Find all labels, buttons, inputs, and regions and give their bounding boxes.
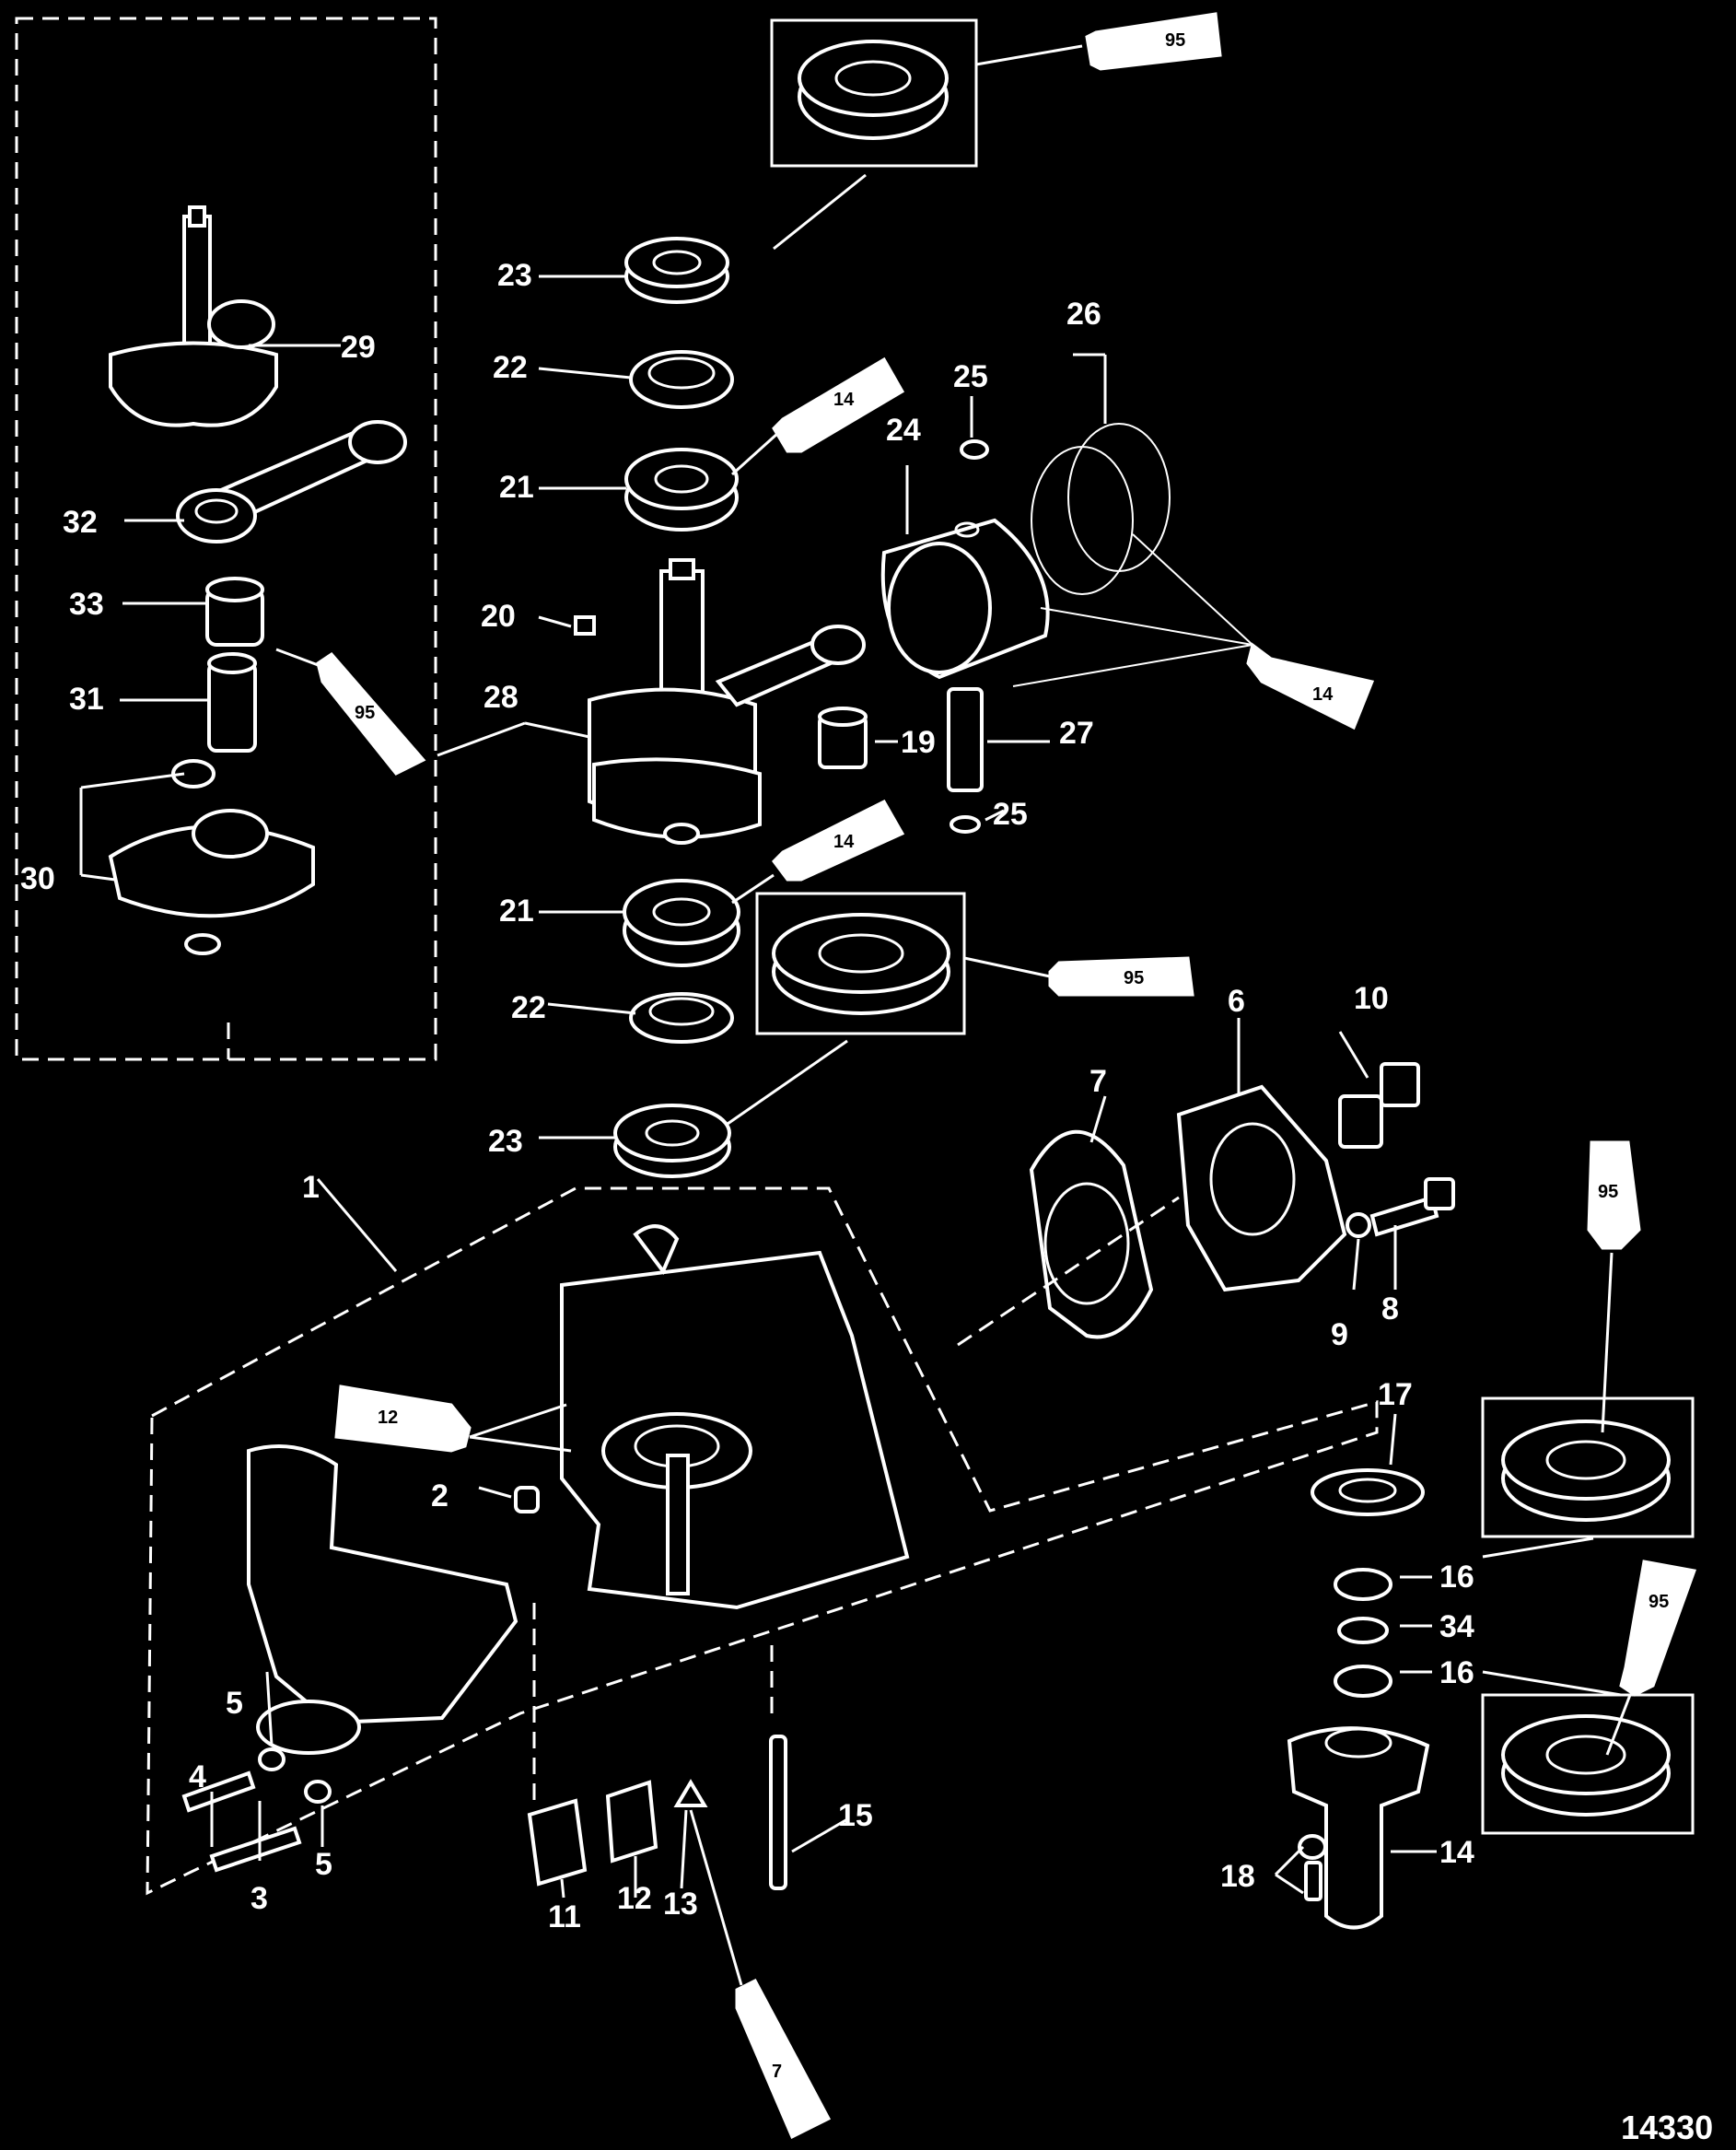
callout-9: 9	[1331, 1317, 1348, 1352]
tube-label: 95	[1165, 30, 1185, 51]
callout-23-lower: 23	[488, 1124, 523, 1159]
seal-detail-right-lower	[1481, 1693, 1695, 1835]
end-cover-parts	[1029, 1062, 1455, 1339]
lubricant-tube-14-piston: 14	[1246, 642, 1375, 730]
callout-33: 33	[69, 587, 104, 622]
seal-detail-middle	[755, 892, 966, 1035]
lubricant-tube-7: 7	[689, 1809, 832, 2140]
callout-1: 1	[302, 1170, 320, 1205]
callout-22-lower: 22	[511, 990, 546, 1025]
drawing-reference-number: 14330	[1621, 2109, 1713, 2146]
callout-5-lower: 5	[315, 1847, 332, 1882]
callout-31: 31	[69, 682, 104, 717]
tube-label: 95	[1124, 968, 1144, 988]
lubricant-tube-95-right-lower: 95	[1605, 1560, 1697, 1756]
callout-23-upper: 23	[497, 258, 532, 293]
small-hardware	[181, 1486, 787, 1890]
tube-label: 14	[1312, 684, 1334, 705]
callout-13: 13	[663, 1887, 698, 1922]
lubricant-tube-95-top: 95	[975, 12, 1222, 71]
callout-25-lower: 25	[993, 797, 1028, 832]
callout-34: 34	[1439, 1609, 1474, 1644]
callout-2: 2	[431, 1478, 449, 1513]
callout-12: 12	[617, 1881, 652, 1916]
tube-label: 95	[1649, 1592, 1669, 1612]
crankcase-assembly-outline	[146, 1186, 1379, 1896]
callout-24: 24	[886, 413, 921, 448]
seal-detail-top	[770, 18, 978, 168]
lubricant-tube-12: 12	[334, 1385, 572, 1453]
tube-label: 95	[1598, 1182, 1618, 1202]
inset-crankshaft-parts	[108, 205, 407, 955]
lubricant-tube-14-upper: 14	[772, 356, 905, 453]
callout-7: 7	[1089, 1064, 1107, 1099]
callout-30: 30	[20, 861, 55, 896]
callout-5-upper: 5	[226, 1686, 243, 1721]
callout-20: 20	[481, 599, 516, 634]
tube-label: 95	[355, 703, 375, 723]
callout-28: 28	[484, 680, 518, 715]
callout-15: 15	[838, 1798, 873, 1833]
crankshaft-detail-box	[15, 17, 437, 1061]
callout-21-upper: 21	[499, 470, 534, 505]
seal-detail-right-upper	[1481, 1396, 1695, 1538]
callout-21-lower: 21	[499, 894, 534, 929]
piston-assembly	[818, 423, 1171, 834]
callout-19: 19	[901, 725, 936, 760]
callout-6: 6	[1228, 984, 1245, 1019]
callout-3: 3	[250, 1881, 268, 1916]
callout-labels: 1 2 3 4 5 5 6 7 8 9 10 11 12 13 14 15 16…	[20, 258, 1474, 1934]
callout-16-lower: 16	[1439, 1655, 1474, 1690]
callout-17: 17	[1378, 1377, 1413, 1412]
callout-32: 32	[63, 505, 98, 540]
pump-housing-parts	[1287, 1468, 1430, 1930]
main-crankshaft-stack	[574, 237, 866, 1178]
crankcase-body	[247, 1224, 910, 1755]
callout-22-upper: 22	[493, 350, 528, 385]
tube-label: 14	[833, 390, 855, 410]
callout-10: 10	[1354, 981, 1389, 1016]
lubricant-tube-95-middle: 95	[963, 956, 1194, 997]
callout-11: 11	[548, 1899, 581, 1934]
callout-16-upper: 16	[1439, 1560, 1474, 1595]
callout-26: 26	[1066, 297, 1101, 332]
callout-18: 18	[1220, 1859, 1255, 1894]
callout-14: 14	[1439, 1835, 1474, 1870]
tube-label: 14	[833, 832, 855, 852]
tube-label: 12	[378, 1408, 398, 1428]
callout-29: 29	[341, 330, 376, 365]
lubricant-tube-95-inset: 95	[316, 652, 426, 776]
callout-4: 4	[189, 1759, 206, 1794]
callout-27: 27	[1059, 716, 1094, 751]
lubricant-tube-14-lower: 14	[772, 800, 905, 882]
tube-label: 7	[772, 2062, 782, 2082]
callout-8: 8	[1381, 1291, 1399, 1326]
callout-25-upper: 25	[953, 359, 988, 394]
lubricant-tube-95-right-upper: 95	[1587, 1140, 1641, 1433]
leader-lines	[79, 173, 1622, 1899]
